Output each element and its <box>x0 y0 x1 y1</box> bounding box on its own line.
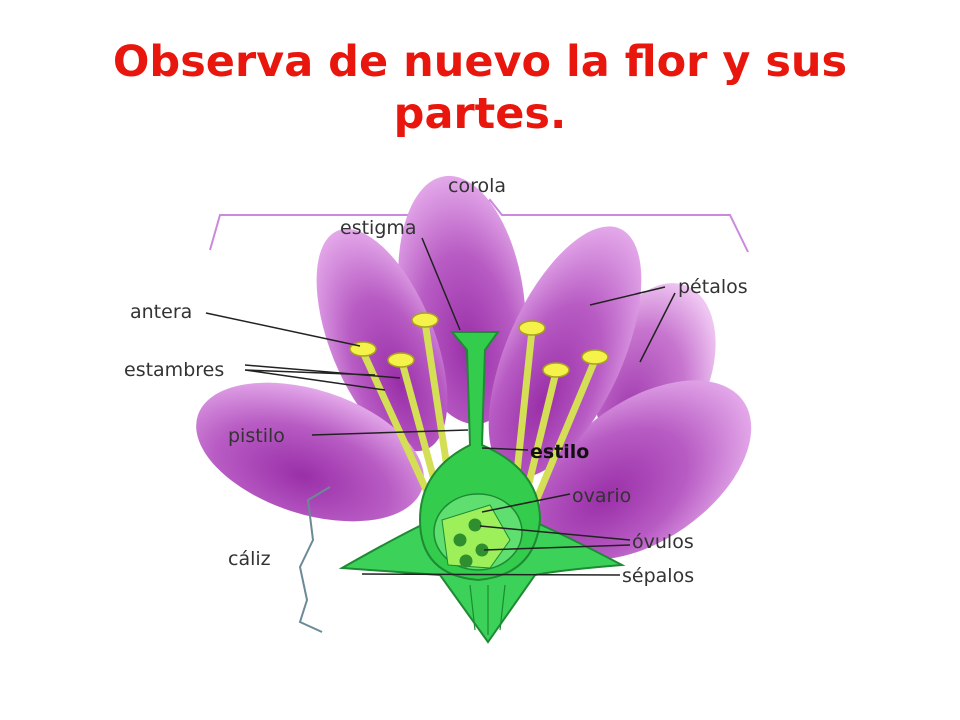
label-ovulos: óvulos <box>632 531 694 553</box>
label-estigma: estigma <box>340 217 417 239</box>
page-title-line-1: Observa de nuevo la flor y sus <box>112 37 848 87</box>
petal-far-right <box>538 380 752 560</box>
leader-estigma <box>421 237 461 331</box>
page-title: Observa de nuevo la flor y sus partes. <box>0 36 960 140</box>
leader-ovario <box>481 493 571 513</box>
label-caliz: cáliz <box>228 548 271 570</box>
caliz-bracket <box>298 486 331 633</box>
ovules <box>453 518 489 568</box>
leader-estambres <box>244 364 401 391</box>
leader-estilo <box>481 447 529 451</box>
anther <box>518 320 546 336</box>
label-estilo: estilo <box>530 441 589 463</box>
petal-right-front <box>488 226 642 478</box>
leader-antera <box>205 312 361 347</box>
leader-petalos <box>589 286 676 363</box>
anther <box>411 312 439 328</box>
sepal-veins <box>469 584 506 635</box>
label-ovario: ovario <box>572 485 631 507</box>
leader-ovulos <box>479 525 631 551</box>
anther <box>387 352 415 368</box>
label-petalos: pétalos <box>678 276 748 298</box>
anthers <box>349 312 609 378</box>
ovule <box>475 543 489 557</box>
label-sepalos: sépalos <box>622 565 694 587</box>
label-antera: antera <box>130 301 192 323</box>
leader-lines <box>205 237 676 576</box>
ovule <box>468 518 482 532</box>
anther <box>581 349 609 365</box>
label-estambres: estambres <box>124 359 224 381</box>
petal-far-left <box>196 382 424 522</box>
leader-pistilo <box>311 429 469 436</box>
page-title-line-2: partes. <box>393 89 567 139</box>
leader-sepalos <box>361 573 621 576</box>
label-pistilo: pistilo <box>228 425 285 447</box>
ovule <box>459 554 473 568</box>
label-corola: corola <box>448 175 506 197</box>
corola-bracket <box>209 198 749 253</box>
ovary-cavity <box>441 504 511 569</box>
ovule <box>453 533 467 547</box>
anther <box>542 362 570 378</box>
